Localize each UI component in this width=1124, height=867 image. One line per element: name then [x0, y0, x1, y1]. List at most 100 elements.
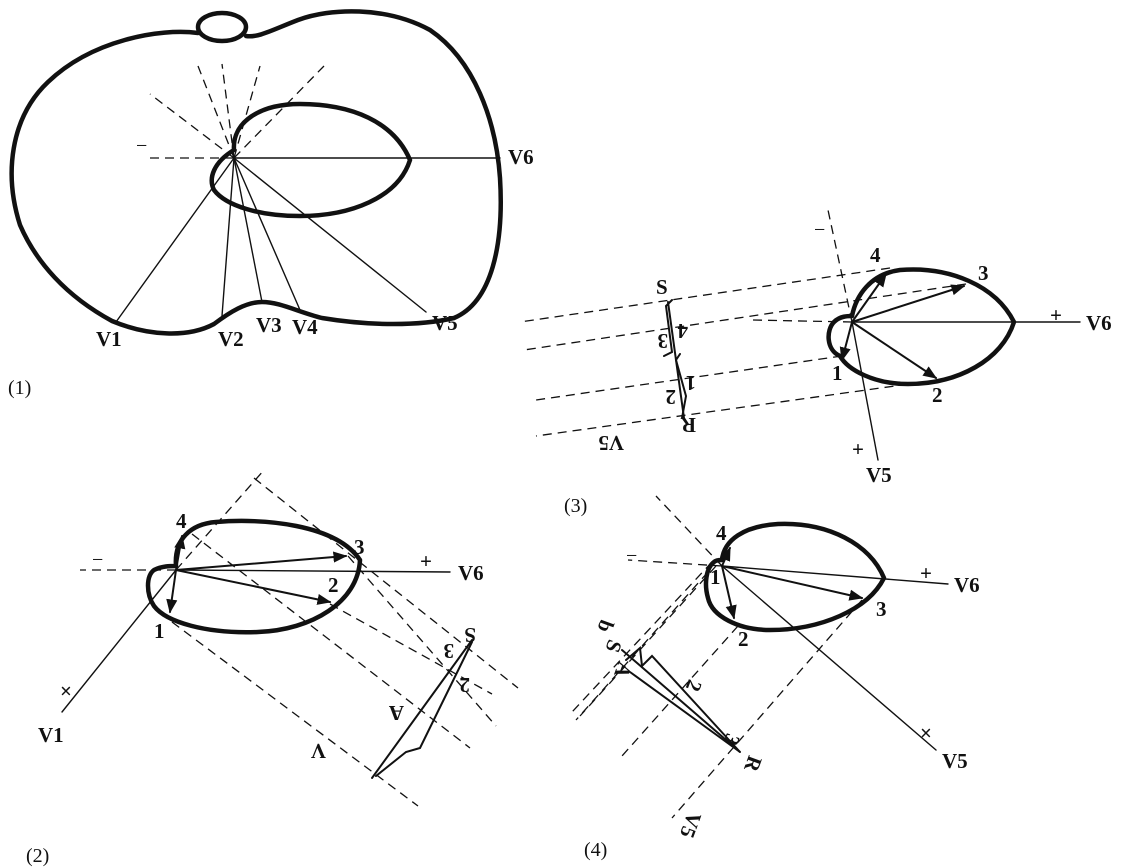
panel2-loop: [145, 518, 363, 635]
panel2-projection-wave: [375, 641, 473, 777]
panel2-proj-top: [253, 477, 519, 689]
panel2-point-1: 1: [154, 619, 165, 643]
panel2-caption: (2): [26, 845, 49, 867]
panel3-proj-4: 4: [677, 319, 688, 343]
panel4-label-v6: V6: [954, 573, 980, 597]
panel4-vector-1: [721, 565, 737, 620]
spine-oval: [195, 10, 249, 44]
neg-ext-v1: [233, 65, 325, 159]
panel2-proj-s: S: [464, 623, 476, 647]
panel2-axis-v1: [61, 569, 177, 713]
panel2-point-4: 4: [176, 509, 187, 533]
lead-line-v4: [233, 157, 301, 311]
panel2-projection-axis: [371, 639, 473, 779]
panel3-proj-1: 1: [686, 371, 697, 395]
panel4-axis-v6-neg: [627, 559, 723, 567]
panel-4: − + V6 × V5 4 1 2 3 b S A 2 3 R V5 (4): [571, 495, 980, 861]
panel4-proj-line-1: [575, 571, 709, 721]
heart-loop: [209, 101, 413, 219]
panel2-label-v6: V6: [458, 561, 484, 585]
panel3-proj-s: S: [656, 275, 668, 299]
panel3-axis-v5-neg: [827, 209, 853, 323]
panel2-proj-line-3: [347, 555, 497, 727]
lead-line-v5: [233, 157, 427, 313]
panel4-projection-wave: [625, 646, 741, 753]
panel2-axis-v6: [175, 569, 451, 573]
panel2-proj-2: 2: [460, 673, 471, 697]
lead-label-v1: V1: [96, 327, 122, 351]
panel3-vector-1: [839, 321, 853, 362]
panel3-point-2: 2: [932, 383, 943, 407]
panel3-axis-v6-neg: [751, 319, 853, 323]
panel3-proj-r: R: [680, 413, 696, 437]
neg-ext-v2: [233, 65, 261, 159]
lead-label-v3: V3: [256, 313, 282, 337]
lead-label-v6: V6: [508, 145, 534, 169]
panel3-proj-line-3: [523, 283, 967, 351]
panel4-loop: [703, 521, 887, 633]
panel2-vector-3: [175, 551, 348, 571]
panel2-minus: −: [92, 549, 103, 571]
lead-line-v2: [221, 157, 235, 317]
panel-2: − + V6 × V1 4 3 2 1 S 3 2 A V (2): [26, 469, 519, 867]
panel2-vector-4: [174, 534, 186, 571]
panel4-proj-b: b: [592, 617, 619, 636]
panel3-label-v6: V6: [1086, 311, 1112, 335]
panel2-axis-v1-neg: [175, 469, 265, 571]
neg-ext-v4: [197, 65, 235, 159]
panel3-proj-line-2: [535, 379, 939, 437]
panel3-vector-2: [851, 321, 938, 379]
panel-1: − V6 V1 V2 V3 V4 V5 (1): [8, 9, 534, 399]
panel2-proj-line-2: [329, 603, 493, 695]
panel3-vector-3: [851, 284, 966, 323]
panel2-proj-a: A: [388, 701, 404, 725]
panel3-proj-2: 2: [666, 385, 677, 409]
panel2-proj-v: V: [311, 739, 326, 763]
panel3-proj-v5: V5: [598, 431, 624, 455]
panel4-point-3: 3: [876, 597, 887, 621]
panel4-proj-line-a: [579, 565, 717, 717]
panel4-proj-line-4: [571, 561, 713, 713]
neg-ext-v3: [221, 63, 235, 159]
panel3-caption: (3): [564, 495, 587, 517]
panel2-proj-line-1: [171, 621, 419, 807]
torso-outline: [9, 9, 503, 336]
lead-label-v2: V2: [218, 327, 244, 351]
panel2-point-3: 3: [354, 535, 365, 559]
panel2-proj-3: 3: [444, 639, 455, 663]
panel4-axis-v5: [721, 565, 937, 751]
lead-label-v5: V5: [432, 311, 458, 335]
panel3-minus: −: [814, 219, 825, 241]
panel3-label-v5: V5: [866, 463, 892, 487]
panel1-caption: (1): [8, 377, 31, 399]
panel4-caption: (4): [584, 839, 607, 861]
panel3-axis-v5: [851, 321, 879, 461]
panel4-point-1: 1: [710, 565, 721, 589]
panel4-proj-r: R: [739, 753, 767, 776]
lead-line-v1: [115, 157, 235, 323]
panel3-plus: +: [1050, 303, 1062, 327]
panel4-proj-s: S: [600, 637, 627, 656]
panel3-proj-line-1: [535, 355, 843, 401]
panel3-point-4: 4: [870, 243, 881, 267]
panel2-point-2: 2: [328, 573, 339, 597]
lead-line-v3: [233, 157, 263, 303]
panel2-vector-1: [166, 569, 178, 614]
panel3-proj-line-4: [519, 267, 891, 323]
panel4-point-4: 4: [716, 521, 727, 545]
panel4-proj-v5: V5: [675, 809, 706, 841]
panel-3: − + V6 + V5 4 3 1 2 S 4 3 1 2 R V5 (3): [519, 209, 1112, 517]
panel4-proj-line-3: [671, 599, 863, 819]
panel2-plus: +: [420, 549, 432, 573]
panel3-loop: [826, 267, 1017, 387]
panel4-axis-v5-neg: [655, 495, 723, 567]
panel2-proj-line-4: [191, 533, 471, 749]
panel4-vector-4: [719, 546, 731, 567]
panel3-proj-3: 3: [658, 329, 669, 353]
panel4-minus: −: [626, 545, 637, 567]
panel3-projection-wave: [663, 299, 688, 419]
panel2-vector-2: [175, 569, 332, 605]
panel4-times-v5: ×: [920, 721, 932, 745]
panel4-axis-v6: [721, 565, 949, 585]
